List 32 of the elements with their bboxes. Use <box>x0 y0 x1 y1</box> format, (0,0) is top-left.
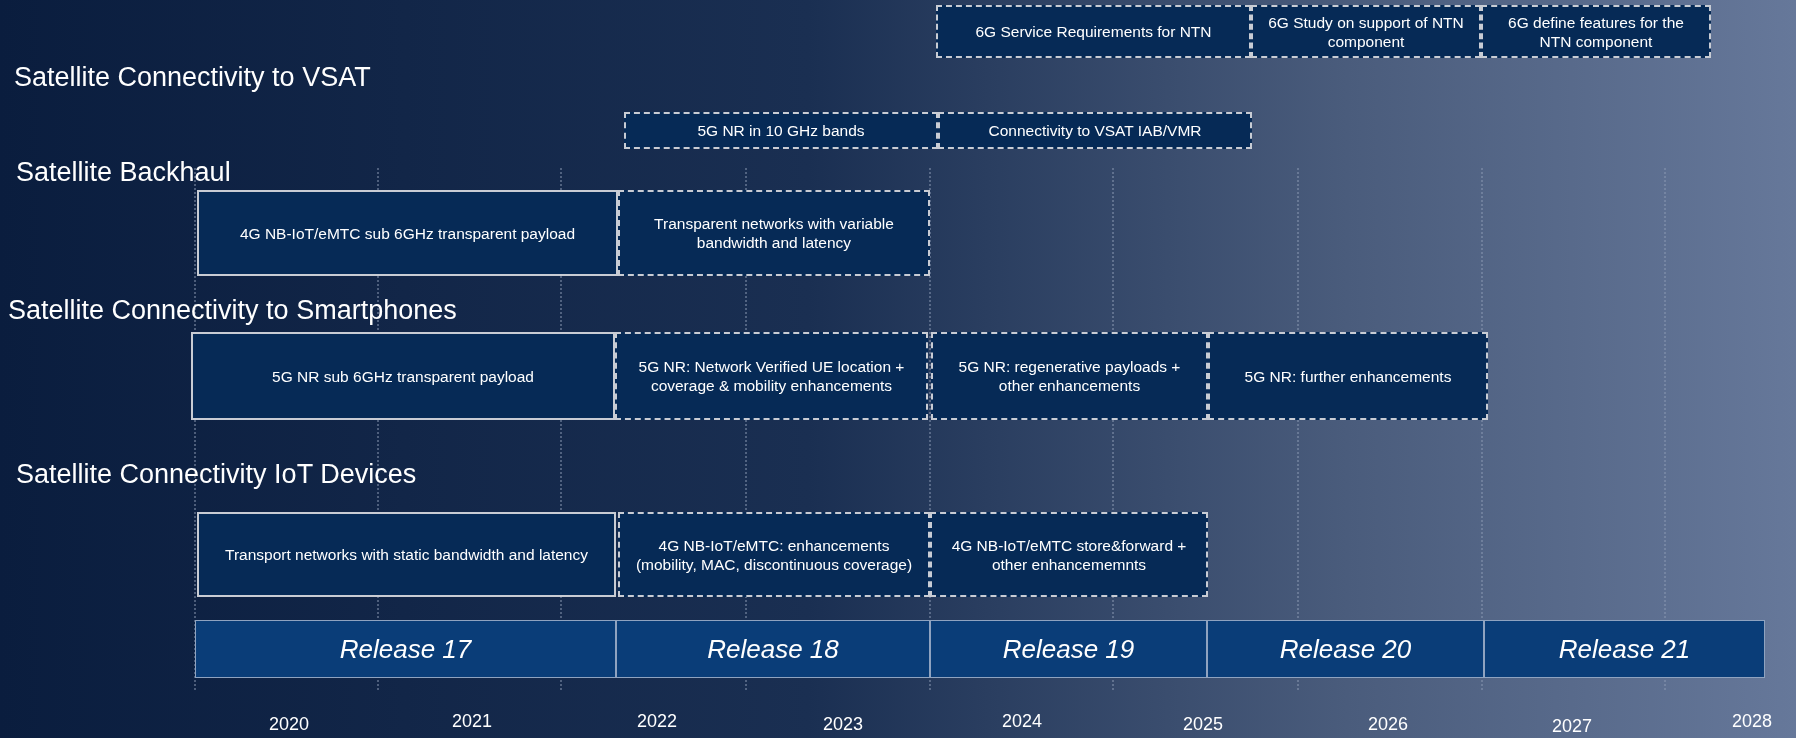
year-label: 2028 <box>1732 710 1773 732</box>
planned-box: 5G NR: regenerative payloads + other enhancements <box>931 332 1208 420</box>
planned-box: 6G Study on support of NTN component <box>1251 5 1481 58</box>
section-heading: Satellite Connectivity IoT Devices <box>16 458 417 490</box>
milestone-box: 4G NB-IoT/eMTC sub 6GHz transparent payload <box>197 190 618 276</box>
milestone-box: Transport networks with static bandwidth and latency <box>197 512 616 597</box>
release-bar: Release 17 <box>195 620 616 678</box>
release-bar: Release 18 <box>616 620 930 678</box>
release-bar: Release 21 <box>1484 620 1765 678</box>
planned-box: Transparent networks with variable bandwidth and latency <box>618 190 930 276</box>
year-label: 2021 <box>452 710 493 732</box>
year-label: 2027 <box>1552 715 1593 737</box>
year-label: 2022 <box>637 710 678 732</box>
planned-box: 5G NR: further enhancements <box>1208 332 1488 420</box>
release-bar: Release 19 <box>930 620 1207 678</box>
section-heading: Satellite Connectivity to Smartphones <box>8 294 457 326</box>
planned-box: 4G NB-IoT/eMTC store&forward + other enhancememnts <box>930 512 1208 597</box>
release-bar: Release 20 <box>1207 620 1484 678</box>
year-label: 2026 <box>1368 713 1409 735</box>
year-label: 2023 <box>823 713 864 735</box>
section-heading: Satellite Connectivity to VSAT <box>14 61 371 93</box>
planned-box: 5G NR: Network Verified UE location + coverage & mobility enhancements <box>615 332 928 420</box>
year-label: 2024 <box>1002 710 1043 732</box>
section-heading: Satellite Backhaul <box>16 156 231 188</box>
planned-box: Connectivity to VSAT IAB/VMR <box>938 112 1252 149</box>
planned-box: 5G NR in 10 GHz bands <box>624 112 938 149</box>
year-label: 2020 <box>269 713 310 735</box>
milestone-box: 5G NR sub 6GHz transparent payload <box>191 332 615 420</box>
planned-box: 6G Service Requirements for NTN <box>936 5 1251 58</box>
planned-box: 4G NB-IoT/eMTC: enhancements (mobility, MAC, discontinuous coverage) <box>618 512 930 597</box>
planned-box: 6G define features for the NTN component <box>1481 5 1711 58</box>
year-label: 2025 <box>1183 713 1224 735</box>
